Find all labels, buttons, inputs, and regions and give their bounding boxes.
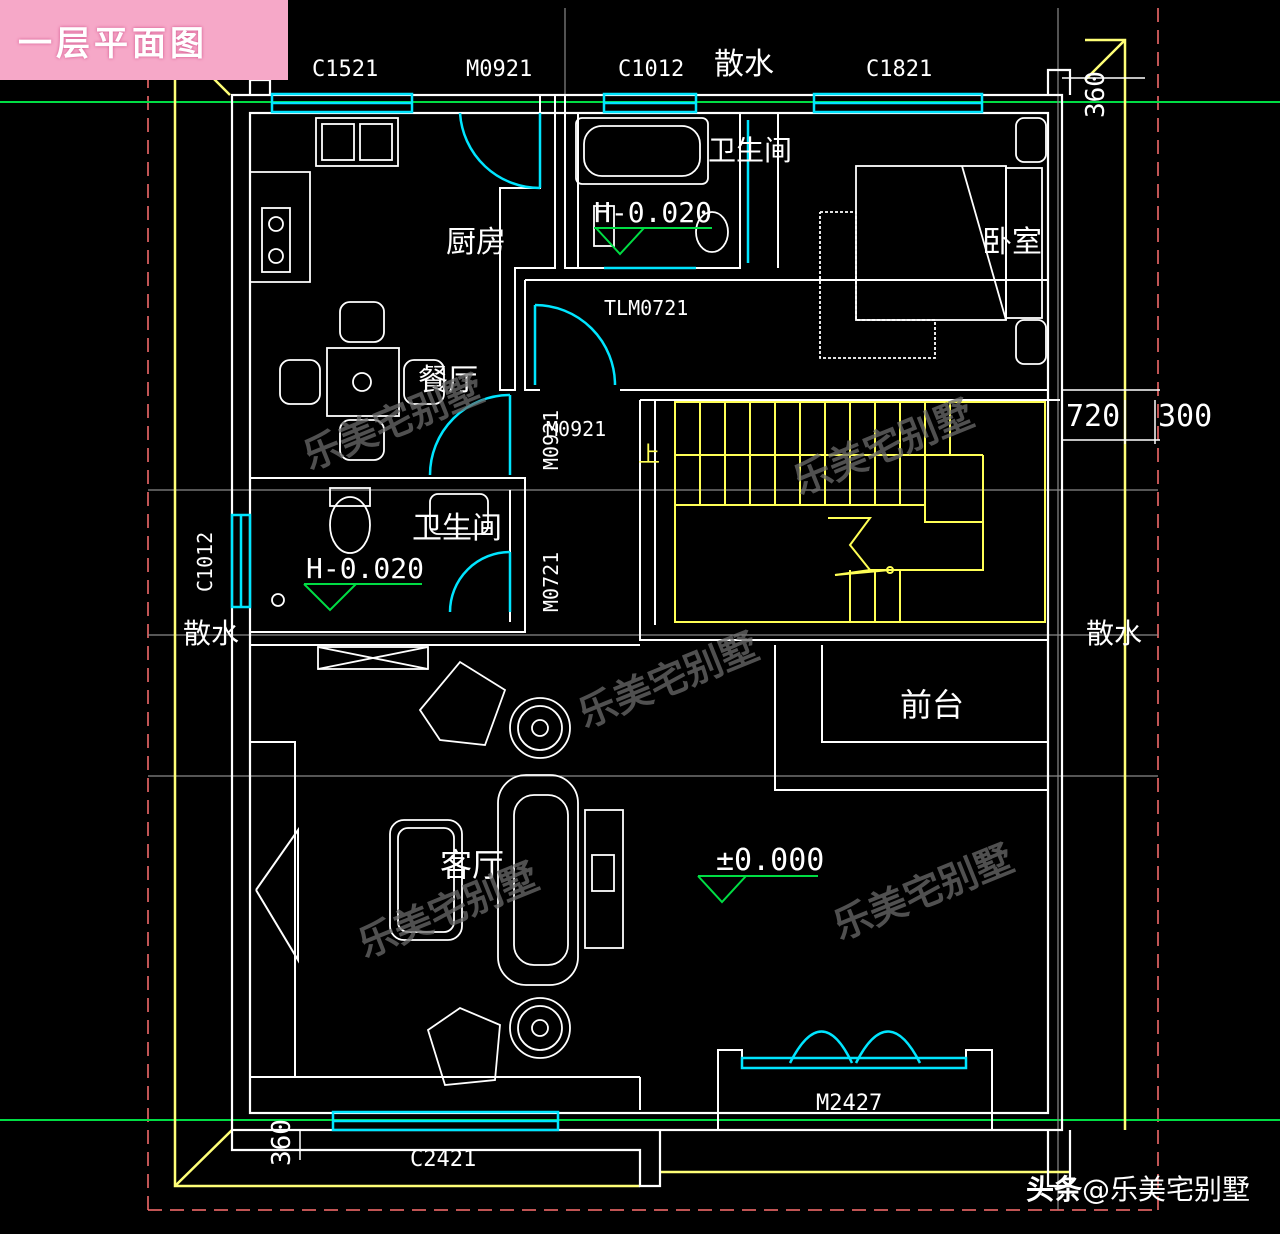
window-c1521-label: C1521: [312, 57, 378, 82]
room-living-label: 客厅: [440, 846, 504, 884]
level-main: ±0.000: [716, 843, 824, 878]
window-c2421-label: C2421: [410, 1147, 476, 1172]
room-reception-label: 前台: [900, 686, 964, 724]
dimension-lines: [299, 77, 1160, 1160]
grid-lines: [148, 8, 1158, 1210]
kitchen-fixtures: [250, 117, 399, 283]
door-m0721-label: M0721: [539, 552, 563, 612]
windows: [230, 92, 984, 1132]
window-c1821-label: C1821: [866, 57, 932, 82]
apron-left-label: 散水: [183, 617, 239, 650]
level-markers: [303, 227, 818, 904]
dim-right-300: 300: [1158, 399, 1212, 434]
interior-walls: [249, 95, 1060, 1130]
living-furniture: [317, 646, 624, 1086]
stair-up-label: 上: [638, 443, 660, 468]
exterior-walls: [230, 68, 1072, 1188]
door-m0921-top-label: M0921: [466, 57, 532, 82]
room-kitchen-label: 厨房: [446, 225, 506, 260]
plan-title-badge: 一层平面图: [0, 0, 288, 80]
door-m0921-mid-label: M0921: [546, 417, 606, 441]
bedroom-furniture: [819, 117, 1047, 365]
source-credit: 头条@乐美宅别墅: [1026, 1168, 1250, 1208]
room-dining-label: 餐厅: [418, 363, 478, 398]
doors: [428, 112, 750, 613]
credit-brand: 头条: [1025, 1173, 1082, 1206]
level-bath-top: H-0.020: [594, 196, 712, 229]
watermark-1: 乐美宅别墅: [297, 366, 490, 478]
dim-top-right: 360: [1081, 71, 1111, 118]
watermark-3: 乐美宅别墅: [572, 624, 765, 736]
watermark-5: 乐美宅别墅: [827, 836, 1020, 948]
front-door-leaves: [788, 1030, 922, 1064]
door-tlm0721-label: TLM0721: [604, 296, 688, 320]
site-boundary: [147, 8, 1159, 1211]
bath-fixtures: [271, 117, 729, 607]
room-bedroom-label: 卧室: [982, 225, 1042, 260]
door-m0921-vertical-label: M0921: [539, 410, 563, 470]
dim-bottom-left: 360: [267, 1119, 297, 1166]
door-m2427-label: M2427: [816, 1091, 882, 1116]
dim-right-720: 720: [1066, 399, 1120, 434]
window-c1012-left-label: C1012: [193, 532, 217, 592]
credit-handle: @乐美宅别墅: [1081, 1173, 1250, 1206]
level-bath-mid: H-0.020: [306, 552, 424, 585]
room-bath-mid-label: 卫生间: [412, 511, 502, 546]
room-bath-top-label: 卫生间: [708, 134, 792, 167]
window-c1012-top-label: C1012: [618, 57, 684, 82]
staircase: [674, 401, 1046, 623]
apron-top-label: 散水: [714, 47, 774, 82]
dining-set: [279, 301, 445, 461]
apron-right-label: 散水: [1086, 617, 1142, 650]
